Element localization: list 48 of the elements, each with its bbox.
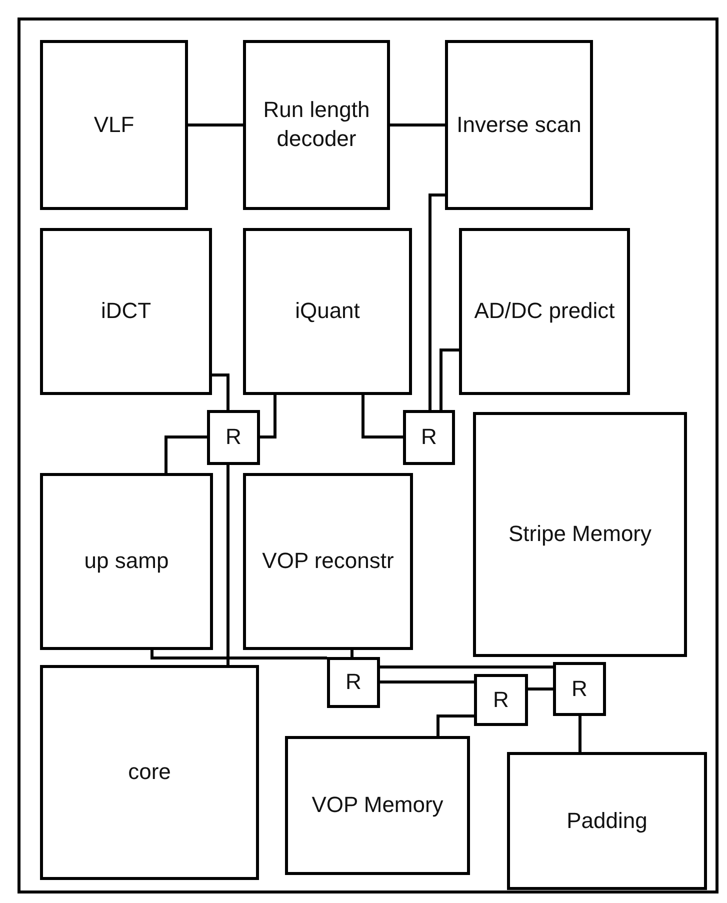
block-box [243,228,412,395]
connector-line [362,395,403,438]
block-label: Run length decoder [262,96,371,153]
block-label: R [570,674,588,703]
router-box [207,410,260,465]
block-label: R [420,423,438,452]
connector-line [164,436,207,473]
connector-line [350,650,354,657]
block-box [40,228,212,395]
block-box [243,473,413,650]
connector-line [188,124,243,126]
block-label: core [127,758,172,786]
connector-line [212,374,230,410]
connector-line [528,688,553,690]
block-label: Stripe Memory [507,520,653,548]
block-label: R [344,668,362,696]
connector-line [436,714,474,736]
block-label: iQuant [294,297,361,326]
connector-line [390,124,445,126]
block-label: VLF [92,110,136,139]
block-label: VOP reconstr [261,547,395,576]
block-box [40,665,259,880]
block-box [40,473,213,650]
block-box [285,736,470,875]
block-box [243,40,390,210]
router-box [403,410,455,465]
connector-line [260,395,276,438]
connector-line [440,348,459,410]
block-label: R [492,686,510,714]
block-label: Padding [566,806,648,835]
block-label: VOP Memory [310,791,444,820]
connector-line [428,194,445,410]
block-label: up samp [83,547,170,576]
connector-line [380,680,474,684]
router-box [553,662,606,716]
router-box [474,674,528,726]
block-box [507,752,707,890]
block-box [445,40,593,210]
router-box [327,657,380,708]
block-label: AD/DC predict [473,297,616,326]
block-box [459,228,630,395]
block-label: iDCT [100,297,152,326]
connector-line [578,716,582,752]
block-label: R [224,423,242,452]
block-box [473,412,687,657]
block-label: Inverse scan [456,110,582,139]
block-box [40,40,188,210]
connector-line [380,666,553,668]
